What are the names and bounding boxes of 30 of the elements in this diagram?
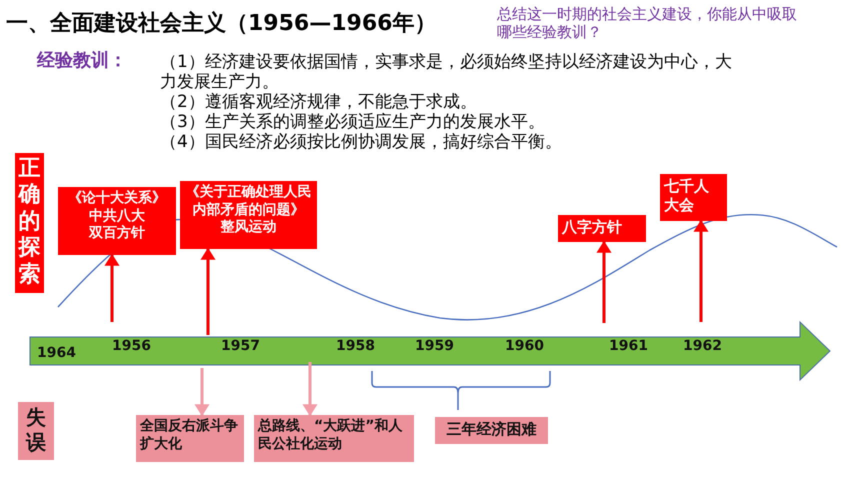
arrow [104,254,120,322]
mistake-box: 总路线、“大跃进”和人民公社化运动 [254,415,414,462]
lesson-text: （4）国民经济必须按比例协调发展，搞好综合平衡。 [160,132,563,152]
year-label: 1964 [37,346,76,360]
event-box: 《关于正确处理人民内部矛盾的问题》 整风运动 [180,181,317,249]
event-box: 正确的探索 [15,153,44,293]
lesson-text: （1）经济建设要依据国情，实事求是，必须始终坚持以经济建设为中心，大力发展生产力。 [160,52,733,92]
year-label: 1961 [609,339,648,353]
arrow [200,248,216,335]
event-box: 七千人大会 [660,174,727,221]
year-label: 1962 [683,339,722,353]
year-label: 1959 [415,339,454,353]
arrow [194,368,210,416]
arrow [596,240,612,323]
question: 总结这一时期的社会主义建设，你能从中吸取哪些经验教训？ [497,5,798,41]
year-label: 1956 [112,339,151,353]
mistake-box: 失误 [18,402,54,460]
mistake-box: 全国反右派斗争扩大化 [136,415,244,462]
event-box: 八字方针 [558,215,646,242]
year-label: 1960 [505,339,544,353]
lesson-text: （2）遵循客观经济规律，不能急于求成。 [160,92,478,112]
arrow [694,220,708,322]
year-label: 1958 [336,339,375,353]
event-box: 《论十大关系》 中共八大 双百方针 [58,187,176,255]
arrow [302,362,318,416]
year-label: 1957 [221,339,260,353]
lesson-text: （3）生产关系的调整必须适应生产力的发展水平。 [160,112,546,132]
mistake-box: 三年经济困难 [435,417,548,444]
section-heading: 经验教训： [37,50,128,72]
title: 一、全面建设社会主义（1956—1966年） [6,10,436,38]
